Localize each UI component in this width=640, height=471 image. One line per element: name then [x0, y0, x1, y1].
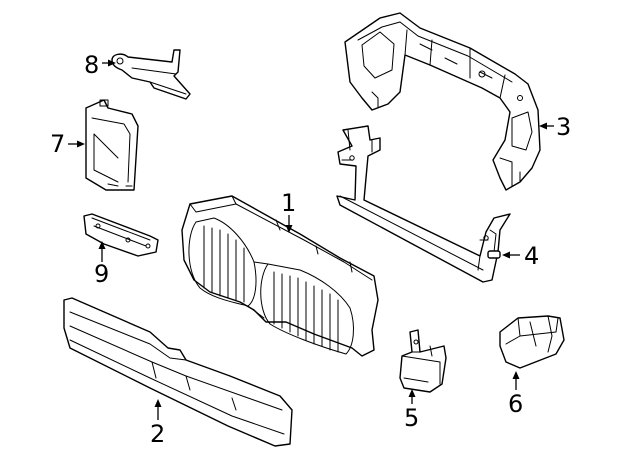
leader-7	[68, 140, 85, 148]
callout-4: 4	[524, 242, 539, 270]
module-bracket[interactable]	[83, 213, 159, 257]
control-module[interactable]	[85, 99, 139, 191]
callout-5: 5	[404, 404, 419, 432]
callout-9: 9	[94, 260, 109, 288]
callout-3: 3	[556, 113, 571, 141]
leader-2	[154, 399, 162, 420]
leader-4	[502, 251, 520, 259]
leader-3	[539, 122, 554, 130]
leader-9	[98, 241, 106, 262]
air-duct[interactable]	[499, 315, 565, 369]
grille-shroud[interactable]	[181, 195, 379, 357]
callout-1: 1	[281, 189, 296, 217]
leader-6	[512, 371, 520, 390]
callout-6: 6	[508, 390, 523, 418]
mounting-bracket[interactable]	[111, 49, 191, 100]
callout-7: 7	[50, 130, 65, 158]
air-duct-bracket[interactable]	[399, 329, 447, 393]
leader-8	[102, 59, 116, 67]
leader-5	[408, 389, 416, 404]
callout-8: 8	[84, 51, 99, 79]
callout-2: 2	[150, 420, 165, 448]
lower-radiator-support[interactable]	[336, 125, 511, 283]
lower-deflector[interactable]	[63, 297, 293, 447]
leader-1	[285, 215, 293, 233]
upper-radiator-support[interactable]	[344, 12, 541, 191]
